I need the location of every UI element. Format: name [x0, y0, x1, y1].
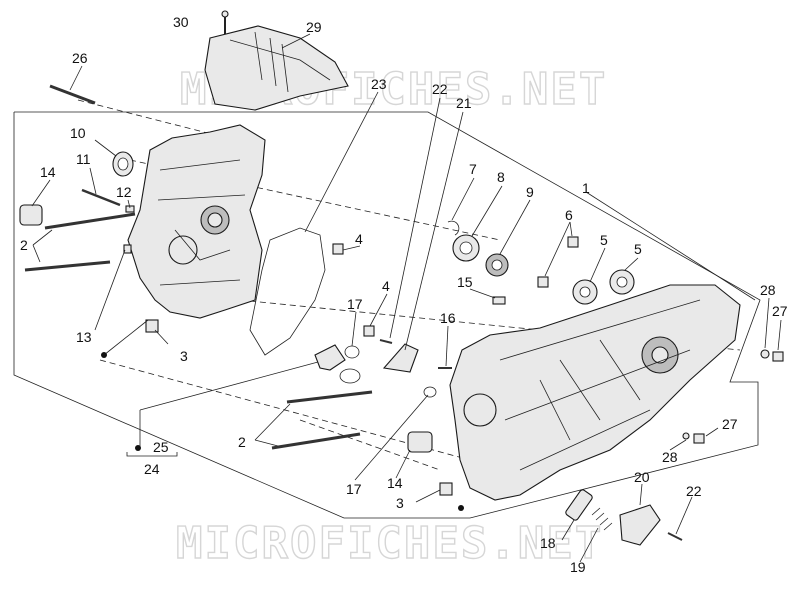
callout-28a: 28	[760, 282, 776, 298]
part-17-oring-b	[423, 386, 437, 398]
part-28-washer-a	[760, 349, 770, 359]
dot-marker-right	[458, 505, 464, 511]
part-4-dowel-a	[332, 243, 344, 255]
callout-22b: 22	[686, 483, 702, 499]
part-14-bushing-right	[407, 431, 433, 453]
part-11-pin	[81, 188, 121, 207]
callout-3a: 3	[180, 348, 188, 364]
callout-4a: 4	[355, 231, 363, 247]
part-19-spring	[591, 507, 613, 531]
part-4-dowel-b	[363, 325, 375, 337]
part-6-bush-b	[537, 276, 549, 288]
callout-19: 19	[570, 559, 586, 575]
callout-25-bracket	[126, 452, 178, 457]
callout-12: 12	[116, 184, 132, 200]
callout-5a: 5	[600, 232, 608, 248]
callout-labels: 30 29 26 23 22 21 10 11 14 12 2 7 8 9 1 …	[20, 14, 788, 575]
callout-21: 21	[456, 95, 472, 111]
part-7-circlip	[447, 220, 460, 236]
callout-2a: 2	[20, 237, 28, 253]
callout-27a: 27	[772, 303, 788, 319]
part-21-bracket	[382, 343, 419, 373]
callout-23: 23	[371, 76, 387, 92]
dot-marker-left	[101, 352, 107, 358]
callout-26: 26	[72, 50, 88, 66]
part-22-screw-lower	[667, 532, 683, 541]
part-5-bearing-b	[609, 269, 635, 295]
part-20-cover	[619, 504, 661, 546]
assembly-frame	[13, 111, 761, 519]
right-crankcase-half	[449, 284, 741, 501]
part-8-bearing	[452, 234, 480, 262]
part-23-gasket	[249, 227, 326, 356]
part-9-seal	[485, 253, 509, 277]
callout-14b: 14	[387, 475, 403, 491]
part-13-dowel	[123, 244, 132, 254]
part-25-filter	[314, 344, 346, 371]
part-12-dowel	[125, 205, 135, 213]
part-oring-large	[339, 368, 361, 384]
part-2-stud-d	[271, 432, 361, 450]
callout-7: 7	[469, 161, 477, 177]
callout-8: 8	[497, 169, 505, 185]
callout-25: 25	[153, 439, 169, 455]
part-30-screw	[221, 10, 229, 34]
leader-lines	[31, 33, 782, 563]
callout-30: 30	[173, 14, 189, 30]
callout-4b: 4	[382, 278, 390, 294]
part-3-bush-right	[439, 482, 453, 496]
callout-20: 20	[634, 469, 650, 485]
callout-24: 24	[144, 461, 160, 477]
left-crankcase-half	[127, 124, 266, 319]
callout-1: 1	[582, 180, 590, 196]
part-27-plug-a	[772, 351, 784, 362]
callout-29: 29	[306, 19, 322, 35]
part-29-cover	[204, 25, 349, 111]
part-3-bush-left	[145, 319, 159, 333]
part-2-stud-c	[286, 390, 373, 404]
part-10-seal	[112, 151, 134, 177]
part-22-screw-upper	[379, 339, 393, 344]
callout-2b: 2	[238, 434, 246, 450]
part-28-washer-b	[682, 432, 690, 440]
part-18-piston	[565, 489, 593, 521]
callout-16: 16	[440, 310, 456, 326]
dot-marker-25	[135, 445, 141, 451]
part-14-bushing-left	[19, 204, 43, 226]
callout-14a: 14	[40, 164, 56, 180]
part-6-bush-a	[567, 236, 579, 248]
callout-28b: 28	[662, 449, 678, 465]
callout-27b: 27	[722, 416, 738, 432]
part-17-oring-a	[344, 345, 360, 359]
callout-17b: 17	[346, 481, 362, 497]
callout-9: 9	[526, 184, 534, 200]
callout-18: 18	[540, 535, 556, 551]
part-27-plug-b	[693, 433, 705, 444]
callout-11: 11	[76, 151, 91, 167]
callout-22a: 22	[432, 81, 448, 97]
callout-10: 10	[70, 125, 86, 141]
part-5-bearing-a	[572, 279, 598, 305]
callout-15: 15	[457, 274, 473, 290]
part-2-stud-a	[44, 212, 136, 230]
watermark-bottom: MICROFICHES.NET	[176, 518, 603, 569]
callout-17a: 17	[347, 296, 363, 312]
callout-5b: 5	[634, 241, 642, 257]
part-2-stud-b	[24, 260, 111, 272]
callout-3b: 3	[396, 495, 404, 511]
part-26-bolt	[49, 84, 96, 105]
callout-6: 6	[565, 207, 573, 223]
callout-13: 13	[76, 329, 92, 345]
part-15-fitting	[492, 296, 506, 305]
